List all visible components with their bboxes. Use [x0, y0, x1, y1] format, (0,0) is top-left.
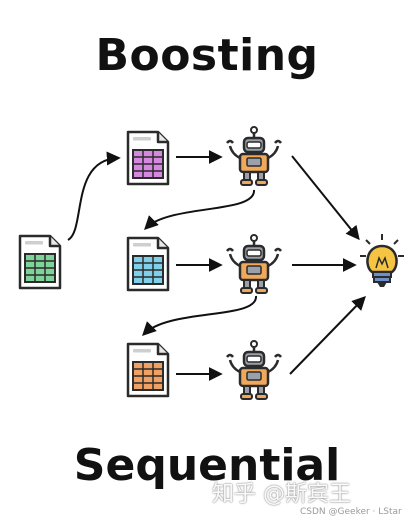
watermark-main: 知乎 @斯宾王: [212, 482, 351, 507]
arrow-model-2-to-dataset-3: [142, 295, 258, 336]
final-prediction-lightbulb-icon: [360, 234, 404, 287]
arrow-model-3-to-prediction: [289, 295, 366, 375]
arrow-model-1-to-prediction: [291, 155, 360, 241]
arrow-model-1-to-dataset-2: [144, 189, 256, 230]
input-dataset-spreadsheet-icon: [18, 234, 62, 290]
watermark-sub: CSDN @Geeker · LStar: [300, 507, 402, 517]
diagram-title: Boosting: [95, 30, 319, 81]
diagram-subtitle: Sequential: [73, 440, 341, 491]
weighted-dataset-1-spreadsheet-icon: [126, 130, 170, 186]
weighted-dataset-2-spreadsheet-icon: [126, 236, 170, 292]
flow-arrows: [67, 150, 366, 381]
model-3-robot-icon: [225, 340, 283, 401]
arrow-input-to-dataset-1: [67, 151, 121, 241]
weighted-dataset-3-spreadsheet-icon: [126, 342, 170, 398]
model-1-robot-icon: [225, 126, 283, 187]
model-2-robot-icon: [225, 234, 283, 295]
